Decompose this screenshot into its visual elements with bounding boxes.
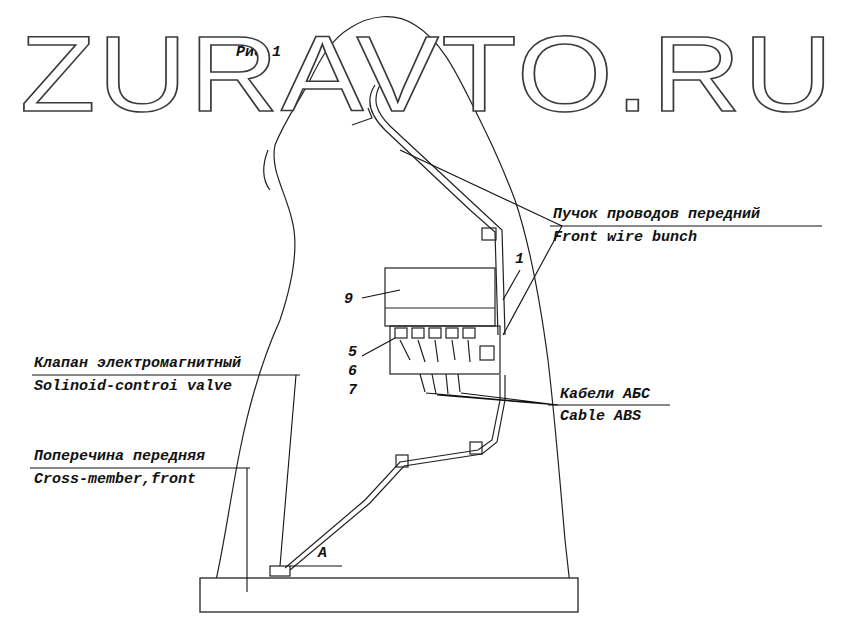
view-letter: A (318, 546, 327, 563)
valve-wire (290, 375, 505, 570)
frame-edge (264, 150, 270, 190)
valve-wire (285, 375, 500, 568)
connector (429, 328, 441, 338)
housing-seam (385, 307, 495, 308)
connector (412, 328, 424, 338)
underline (548, 404, 670, 405)
underline (30, 467, 250, 468)
part-name: Cross-member,front (34, 472, 196, 489)
connector (395, 328, 407, 338)
part-name: Front wire bunch (553, 230, 697, 247)
callout-number: 6 (348, 364, 357, 381)
leader-line (362, 290, 400, 298)
leader-line (400, 150, 562, 226)
connector-frame (390, 326, 500, 374)
callout-number: 9 (344, 292, 353, 309)
abs-cables (420, 374, 460, 394)
underline (290, 565, 342, 566)
part-name: Solinoid-controi valve (34, 379, 232, 396)
connector (480, 346, 494, 360)
cross-member (200, 578, 578, 612)
wires (270, 85, 505, 576)
underline (550, 225, 822, 226)
leader-line (362, 338, 395, 356)
part-name: Клапан электромагнитный (34, 356, 241, 373)
watermark: ZURAVTO.RU (20, 20, 835, 128)
cables (400, 340, 470, 362)
part-name: Cable ABS (560, 409, 641, 426)
part-name: Пучок проводов передний (553, 207, 760, 224)
callout-number: 5 (348, 345, 357, 362)
clamp (470, 442, 482, 454)
part-name: Кабели АБС (560, 387, 650, 404)
leaders (30, 150, 822, 592)
abs-unit (385, 268, 500, 394)
abs-housing (385, 268, 495, 326)
part-name: Поперечина передняя (34, 449, 205, 466)
connector (463, 328, 475, 338)
valve (270, 566, 290, 576)
leader-line (246, 468, 247, 592)
underline (32, 374, 300, 375)
connector (446, 328, 458, 338)
callout-number: 7 (348, 383, 357, 400)
clamp (482, 228, 496, 240)
leader-line (280, 375, 296, 566)
leader-line (503, 270, 520, 300)
callout-number: 1 (515, 252, 524, 269)
leader-line (426, 393, 558, 405)
clamp (396, 455, 408, 467)
